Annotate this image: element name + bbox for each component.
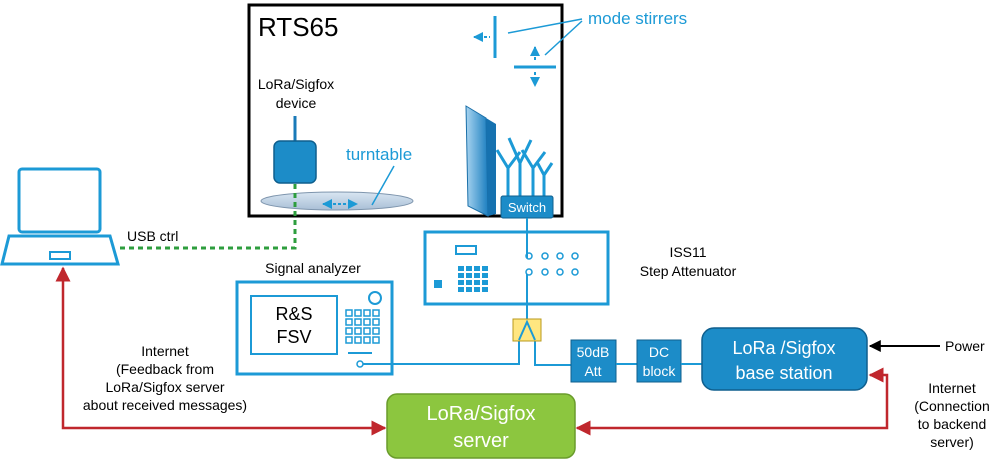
iss11-step-attenuator <box>423 230 610 306</box>
server-label: server <box>453 430 509 452</box>
laptop-icon <box>0 167 120 266</box>
rts65-chamber: RTS65 mode stirrers LoRa/Sigfox device t… <box>247 3 687 219</box>
mode-stirrer-pointer <box>544 20 583 56</box>
internet-left-label: Internet <box>141 343 189 359</box>
mode-stirrer-horizontal-icon <box>514 46 556 87</box>
turntable-label: turntable <box>346 145 412 164</box>
mode-stirrer-pointer <box>507 18 583 34</box>
att-50db-label: Att <box>584 363 601 379</box>
lora-sigfox-server <box>386 393 576 459</box>
usb-ctrl-label: USB ctrl <box>127 228 178 244</box>
attenuator-label: Step Attenuator <box>640 263 737 279</box>
chamber-title: RTS65 <box>258 12 338 42</box>
base-station-label: LoRa /Sigfox <box>732 338 835 358</box>
dc-block-label: block <box>643 363 677 379</box>
internet-left-label: LoRa/Sigfox server <box>105 379 224 395</box>
horn-antenna-icon <box>465 105 496 217</box>
signal-analyzer-title: Signal analyzer <box>265 260 361 276</box>
antenna-array-icon <box>495 137 554 198</box>
device-label: device <box>276 95 317 111</box>
dc-block-label: DC <box>649 344 669 360</box>
rs-fsv-signal-analyzer <box>235 280 394 376</box>
attenuator-label: ISS11 <box>669 244 706 260</box>
internet-left-label: about received messages) <box>83 397 247 413</box>
device-label: LoRa/Sigfox <box>258 76 334 92</box>
analyzer-screen-text: R&S <box>275 304 312 324</box>
turntable-pointer <box>371 165 395 206</box>
switch-label: Switch <box>508 200 546 215</box>
rf-cable-to-analyzer <box>363 340 520 365</box>
lora-sigfox-device <box>273 140 317 184</box>
internet-right-label: to backend <box>918 416 987 432</box>
internet-right-label: Internet <box>928 380 976 396</box>
turntable <box>260 191 414 211</box>
power-label: Power <box>945 338 985 354</box>
internet-right-label: (Connection <box>914 398 990 414</box>
analyzer-screen-text: FSV <box>276 327 311 347</box>
att-50db-label: 50dB <box>577 344 610 360</box>
internet-link-laptop-server <box>55 266 387 436</box>
mode-stirrer-vertical-icon <box>473 16 497 58</box>
usb-control-link <box>120 184 297 250</box>
rf-splitter-icon <box>512 318 542 342</box>
base-station-label: base station <box>735 363 832 383</box>
internet-left-label: (Feedback from <box>116 361 214 377</box>
internet-right-label: server) <box>930 434 974 450</box>
server-label: LoRa/Sigfox <box>427 403 536 425</box>
internet-link-server-basestation <box>575 367 889 436</box>
rf-cable-to-attenuator <box>534 340 571 366</box>
mode-stirrers-label: mode stirrers <box>588 9 687 28</box>
